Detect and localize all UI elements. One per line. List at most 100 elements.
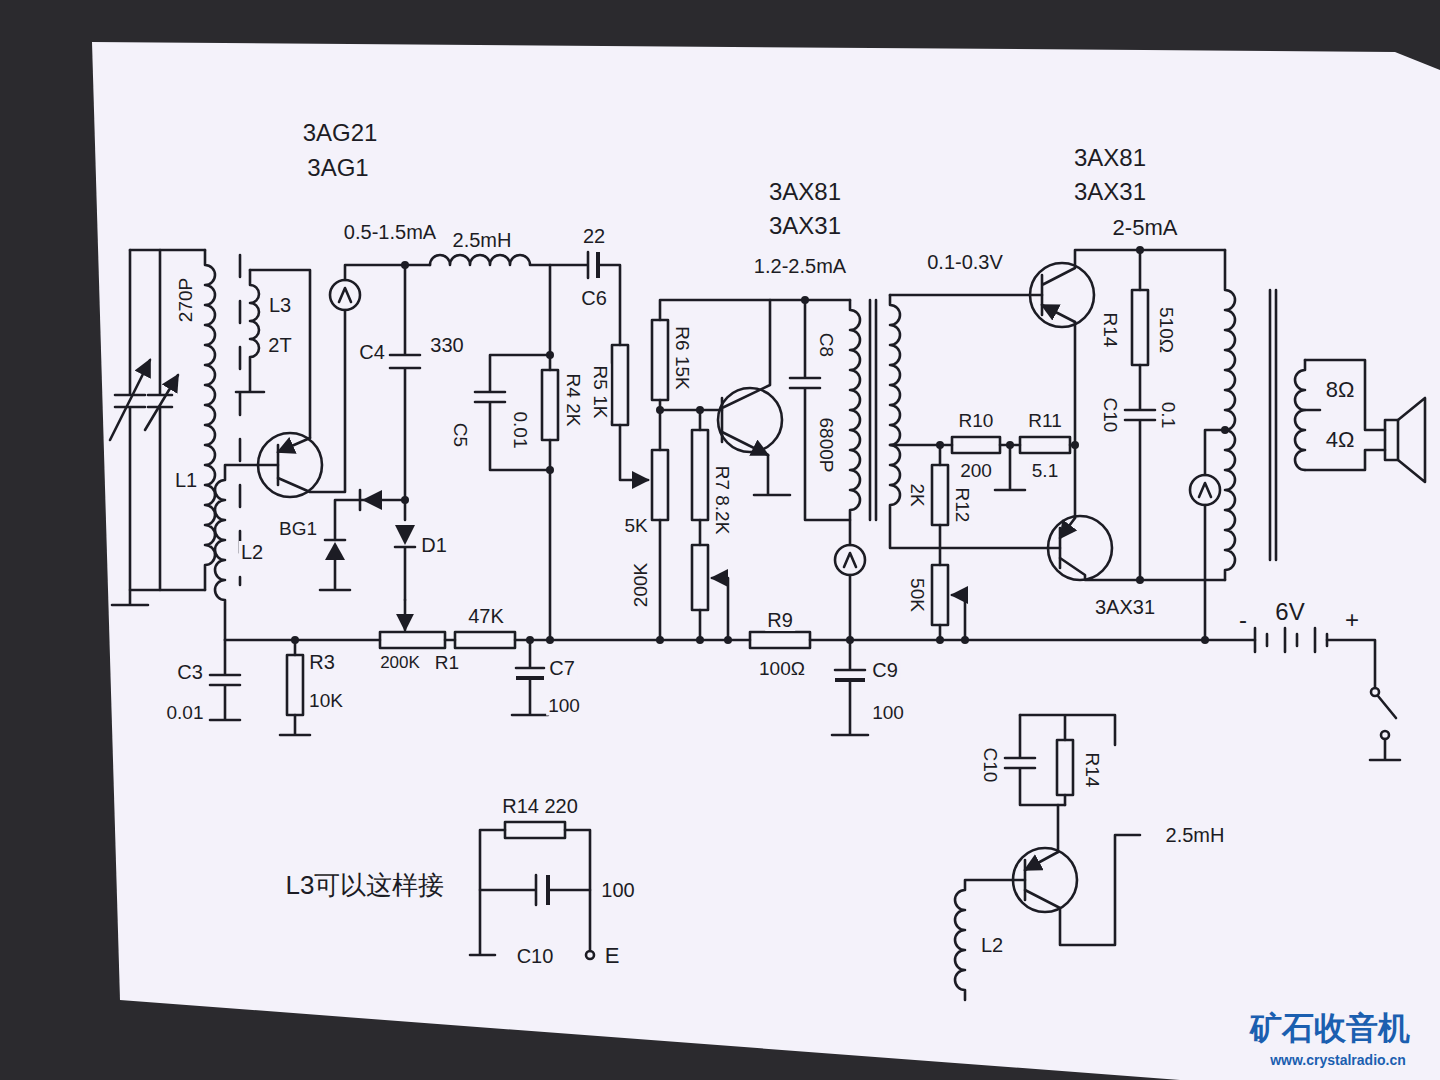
part-label: R4 2K [563,372,584,429]
part-label: C7 [547,657,577,679]
voltage-value: 6V [1273,599,1306,625]
capacitor-c7 [516,676,544,680]
capacitor-c8 [790,300,850,520]
snubber-network [1125,250,1155,580]
part-label: R9 [765,609,795,631]
tuning-capacitor [110,360,150,440]
junction-dot [846,636,854,644]
output-transformer [1305,360,1385,470]
capacitance-value: 0.01 [510,410,531,451]
bottom-rail [380,632,445,648]
transistor-type: 3AX31 [1093,596,1157,618]
capacitor-c6 [550,252,620,345]
ammeter-symbol [835,545,865,640]
transistor-output [1030,263,1094,327]
ammeter-symbol [339,288,351,302]
transistor-bg1 [278,438,310,452]
capacitance-value: 6800P [816,416,837,475]
bias-network [939,445,942,640]
resistance-value: 2K [907,481,928,508]
current-note: 0.5-1.5mA [342,221,438,243]
note-text: L3可以这样接 [284,871,447,899]
junction-dot [696,636,704,644]
part-label: R14 [1100,311,1121,350]
transistor-driver [718,388,782,452]
resistance-value: 50K [907,576,928,614]
transistor-output [1059,528,1062,568]
junction-dot [936,636,944,644]
tuning-capacitor [112,250,205,605]
junction-dot [1006,441,1014,449]
junction-dot [526,636,534,644]
junction-dot [401,496,409,504]
part-label: C10 [1100,396,1121,435]
ammeter-symbol [345,265,430,280]
diode-symbol [395,525,415,545]
junction-dot [401,261,409,269]
coil-l3 [250,270,310,438]
output-transformer [1295,360,1305,470]
transistor-type: 3AG21 [301,120,380,146]
part-label: R10 [957,410,996,431]
paper-sheet [92,42,1440,1080]
part-label: R11 [1026,410,1063,431]
junction-dot [291,246,1229,644]
transistor-output [1042,305,1075,322]
current-note: 2-5mA [1111,216,1180,240]
inset-network [955,880,1025,1000]
capacitor-c6 [550,252,620,345]
coil-l3 [236,270,264,392]
output-transformer [1205,250,1385,640]
snubber-network [1125,250,1155,580]
capacitance-value: 100 [546,695,582,716]
capacitance-value: 330 [428,334,465,356]
transistor-type: 3AG1 [305,155,370,181]
ammeter-symbol [330,280,360,310]
diode-symbol [362,490,382,510]
capacitor-c3 [210,640,240,720]
battery-sign: + [1343,607,1361,633]
battery-symbol [1370,739,1400,760]
resistor-symbol [660,300,770,640]
driver-transformer [850,300,860,545]
terminal-label: E [603,944,622,968]
resistor-r3 [280,640,310,735]
bias-network [952,437,1000,453]
bottom-rail [225,632,1255,648]
transistor-type: 3AX31 [1072,179,1148,205]
tuning-capacitor [110,250,205,605]
part-label: D1 [419,534,449,556]
capacitor-c9 [832,640,868,735]
bias-network [890,444,1075,447]
resistance-value: 5K [622,515,649,536]
capacitance-value: 0.1 [1158,400,1179,430]
capacitance-value: 100 [599,879,636,901]
bias-network [932,565,948,625]
battery-sign: - [1237,607,1249,633]
coil-l3 [236,270,310,438]
ammeter-symbol [330,265,430,310]
junction-dot [696,406,704,414]
capacitor-c7 [512,640,548,715]
bias-network [932,465,948,525]
output-transformer [1270,290,1276,560]
capacitance-value: 0.01 [165,702,206,723]
ferrite-rod [240,255,241,585]
capacitor-c6 [596,252,600,278]
resistance-value: 200K [630,561,651,609]
resistance-value: 10K [307,690,345,711]
resistor-symbol [652,320,668,400]
capacitance-value: 100 [870,702,906,723]
diode-symbol [395,547,415,600]
inductance-value: 2.5mH [1164,824,1227,846]
current-note: 1.2-2.5mA [752,255,848,277]
capacitor-c9 [835,678,865,682]
resistance-value: 200 [958,460,994,481]
part-label: R12 [952,486,973,525]
bias-network [952,595,965,640]
resistance-value: 100Ω [757,658,807,679]
capacitance-value: 270P [175,276,196,324]
ferrite-rod [239,255,242,585]
tuning-capacitor [145,375,178,430]
